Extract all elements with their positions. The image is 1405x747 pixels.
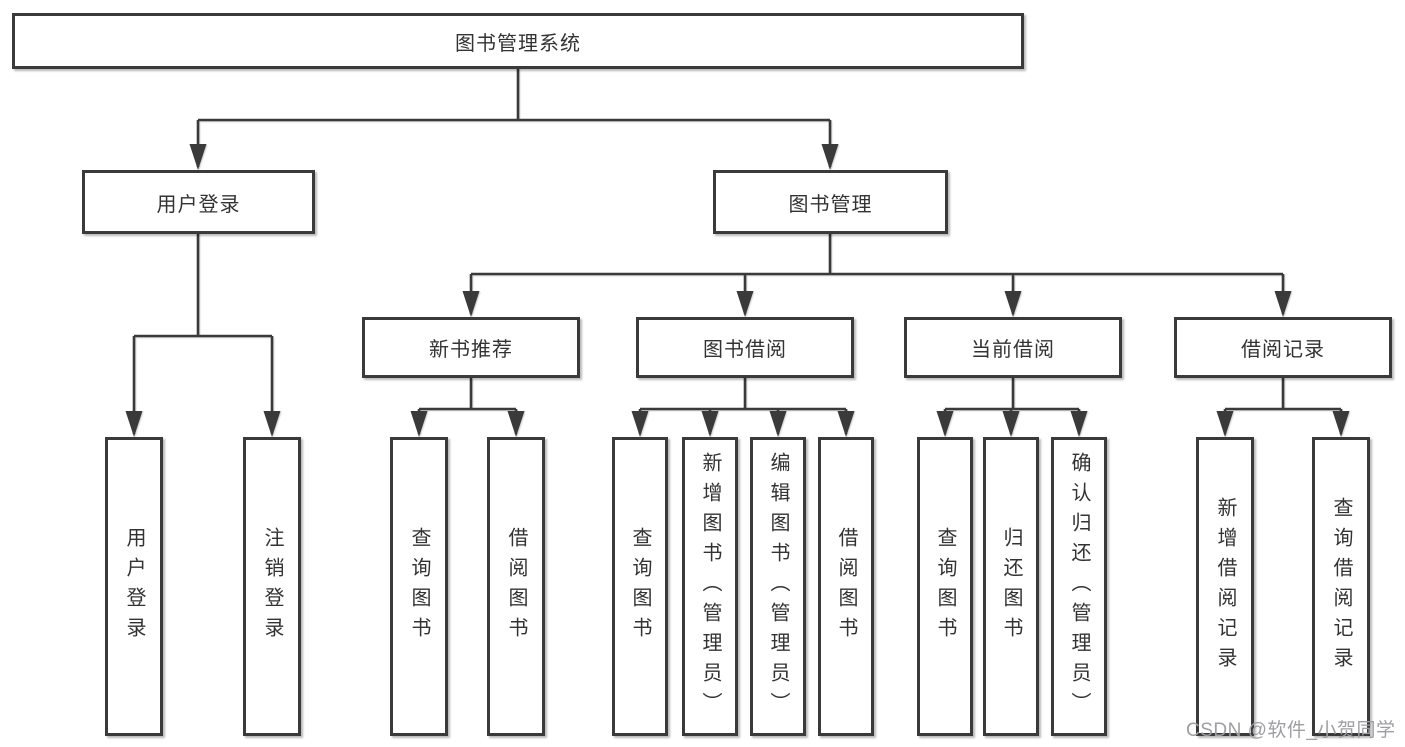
leaf-return-books: 归还图书 — [983, 437, 1039, 736]
leaf-confirm-return-admin: 确认归还（管理员） — [1051, 437, 1107, 736]
node-book-borrowing: 图书借阅 — [636, 317, 854, 378]
leaf-label: 注销登录 — [261, 526, 283, 647]
leaf-label: 查询图书 — [934, 526, 956, 647]
node-library-management-system: 图书管理系统 — [12, 13, 1024, 69]
leaf-label: 借阅图书 — [835, 526, 857, 647]
node-label: 图书管理系统 — [455, 32, 581, 55]
leaf-query-books-recommend: 查询图书 — [390, 437, 448, 736]
node-label: 新书推荐 — [429, 339, 513, 361]
connector-root-to-level2 — [189, 69, 839, 170]
node-new-book-recommendation: 新书推荐 — [362, 317, 580, 378]
leaf-borrow-books-borrowing: 借阅图书 — [818, 437, 874, 736]
node-current-borrowing: 当前借阅 — [904, 317, 1122, 378]
leaf-label: 用户登录 — [123, 526, 145, 647]
leaf-user-login: 用户登录 — [105, 437, 163, 736]
leaf-label: 新增借阅记录 — [1214, 496, 1236, 677]
connector-user-login-to-leaves — [125, 233, 281, 437]
leaf-label: 确认归还（管理员） — [1068, 451, 1090, 722]
leaf-label: 新增图书（管理员） — [699, 451, 721, 722]
connector-book-management-to-level3 — [462, 233, 1292, 317]
node-label: 借阅记录 — [1241, 339, 1325, 361]
node-label: 图书管理 — [788, 193, 873, 216]
node-book-management: 图书管理 — [713, 170, 948, 234]
connector-book-borrowing-to-leaves — [631, 378, 855, 437]
leaf-logout: 注销登录 — [243, 437, 301, 736]
node-borrowing-records: 借阅记录 — [1174, 317, 1392, 378]
leaf-add-borrow-record: 新增借阅记录 — [1196, 437, 1254, 736]
leaf-query-books-borrowing: 查询图书 — [612, 437, 668, 736]
leaf-edit-book-admin: 编辑图书（管理员） — [750, 437, 806, 736]
leaf-label: 查询图书 — [629, 526, 651, 647]
csdn-watermark: CSDN @软件_小贺同学 — [1186, 720, 1396, 741]
connector-new-book-recommendation-to-leaves — [410, 378, 525, 437]
connector-current-borrowing-to-leaves — [936, 378, 1088, 437]
leaf-borrow-books-recommend: 借阅图书 — [487, 437, 545, 736]
leaf-query-borrow-record: 查询借阅记录 — [1312, 437, 1370, 736]
node-label: 当前借阅 — [971, 339, 1055, 361]
leaf-label: 编辑图书（管理员） — [767, 451, 789, 722]
leaf-label: 归还图书 — [1000, 526, 1022, 647]
leaf-label: 借阅图书 — [505, 526, 527, 647]
node-user-login: 用户登录 — [82, 170, 315, 234]
leaf-label: 查询图书 — [408, 526, 430, 647]
leaf-add-book-admin: 新增图书（管理员） — [682, 437, 738, 736]
leaf-query-books-current: 查询图书 — [917, 437, 973, 736]
connector-borrowing-records-to-leaves — [1216, 378, 1350, 437]
node-label: 图书借阅 — [703, 339, 787, 361]
node-label: 用户登录 — [156, 193, 241, 216]
leaf-label: 查询借阅记录 — [1330, 496, 1352, 677]
